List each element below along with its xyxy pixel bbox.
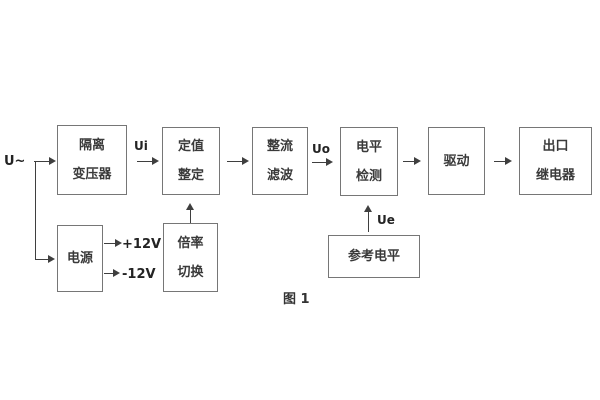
connector-ui [137,161,152,162]
block-label: 滤波 [266,168,293,183]
block-label: 倍率 [177,235,204,251]
arrowhead-rail-negative [113,269,120,277]
block-setting-adjust: 定值 整定 [162,127,220,195]
block-label: 出口 [542,139,569,154]
signal-label-minus12v: -12V [122,267,156,282]
arrowhead-setting-to-rectify [242,157,249,165]
connector-input-to-isolation [34,161,50,162]
block-label: 驱动 [443,153,470,169]
block-label: 参考电平 [347,248,400,264]
block-power: 电源 [57,225,103,292]
block-label: 检测 [355,168,382,184]
block-drive: 驱动 [428,127,485,195]
connector-uo [312,162,326,163]
arrowhead-input-to-power [48,255,55,263]
block-level-detect: 电平 检测 [340,127,398,196]
arrowhead-uo [326,158,333,166]
signal-label-input: U~ [4,154,26,169]
block-label: 电平 [355,139,382,155]
connector-rail-negative [104,273,113,274]
block-ratio-switch: 倍率 切换 [163,223,218,292]
arrowhead-ui [152,157,159,165]
block-label: 定值 [177,139,204,154]
connector-rail-positive [104,243,115,244]
connector-level-to-drive [403,161,414,162]
block-label: 切换 [177,264,204,280]
block-label: 整流 [266,139,293,154]
signal-label-ue: Ue [377,213,395,227]
connector-ue [368,212,369,232]
block-output-relay: 出口 继电器 [519,127,592,195]
arrowhead-input-to-isolation [49,157,56,165]
connector-setting-to-rectify [227,161,242,162]
connector-drive-to-relay [494,161,505,162]
block-label: 隔离 [78,138,105,153]
block-label: 电源 [66,251,93,266]
signal-label-uo: Uo [312,142,330,156]
arrowhead-ue [364,205,372,212]
block-reference-level: 参考电平 [328,235,420,278]
arrowhead-level-to-drive [414,157,421,165]
arrowhead-drive-to-relay [505,157,512,165]
connector-ratio-to-setting [190,210,191,223]
signal-label-ui: Ui [134,139,148,153]
block-label: 变压器 [72,167,112,182]
block-isolation-transformer: 隔离 变压器 [57,125,127,195]
arrowhead-ratio-to-setting [186,203,194,210]
signal-label-plus12v: +12V [122,237,162,252]
connector-input-to-power [35,259,48,260]
block-label: 整定 [177,168,204,183]
block-label: 继电器 [535,168,575,183]
arrowhead-rail-positive [115,239,122,247]
block-rectify-filter: 整流 滤波 [252,127,308,195]
connector-input-branch-down [35,161,36,259]
figure-caption: 图 1 [283,292,310,307]
